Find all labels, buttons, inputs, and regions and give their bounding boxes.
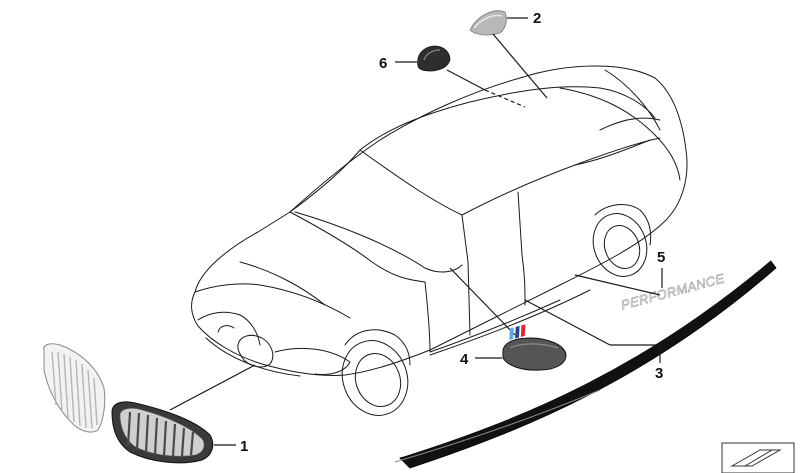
callout-4: 4	[460, 351, 469, 368]
callout-6: 6	[379, 55, 387, 72]
leader-1-to-car	[169, 364, 256, 411]
leader-6-dash	[484, 89, 526, 108]
car-outline	[191, 65, 688, 416]
callout-1: 1	[240, 438, 248, 455]
callout-3: 3	[655, 365, 663, 382]
kidney-grille-chrome-part	[43, 343, 106, 433]
kidney-grille-black-part	[111, 401, 214, 464]
leader-4-to-car	[449, 267, 516, 336]
roof-antenna-cover-part	[469, 10, 507, 36]
leader-2-to-roof	[492, 33, 548, 99]
callout-5: 5	[657, 249, 665, 266]
antenna-cover-alt-part	[417, 45, 451, 72]
leader-5-to-car	[574, 274, 661, 296]
leader-6-to-roof	[446, 69, 486, 91]
door-sill-strip-part	[394, 257, 777, 469]
callout-2: 2	[533, 10, 541, 27]
leader-3-to-car	[524, 299, 611, 346]
mirror-cap-part	[502, 337, 567, 371]
m-stripes-icon	[509, 324, 526, 341]
corner-emblem-icon	[721, 442, 795, 473]
